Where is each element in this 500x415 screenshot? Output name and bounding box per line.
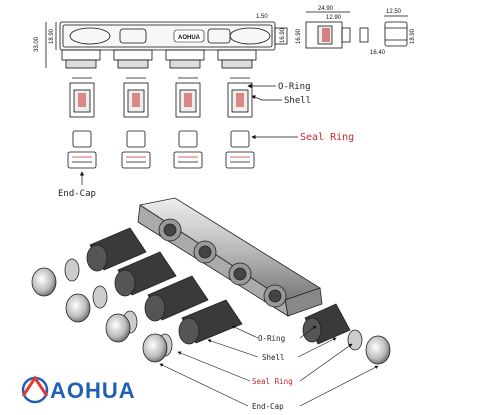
- dim-width-1: 1.50: [256, 14, 268, 20]
- exploded-columns: [67, 77, 255, 169]
- iso-connector-3: [144, 275, 209, 322]
- column-3: [173, 82, 203, 169]
- drawing-brand-mark: AOHUA: [173, 29, 205, 43]
- top-label-o-ring: O-Ring: [278, 82, 311, 92]
- dim-height-1: 33.00: [34, 36, 40, 52]
- bottom-label-seal-ring: Seal Ring: [252, 377, 293, 386]
- iso-connector-1: [86, 227, 147, 272]
- dim-height-4: 16.90: [296, 28, 302, 44]
- bottom-label-shell: Shell: [262, 353, 285, 362]
- dim-width-2: 24.90: [318, 6, 334, 12]
- top-label-end-cap: End-Cap: [58, 189, 96, 199]
- dim-width-3: 12.90: [326, 15, 342, 21]
- column-2: [121, 82, 151, 169]
- bottom-label-o-ring: O-Ring: [258, 334, 285, 343]
- aohua-logo: AOHUA: [21, 375, 136, 404]
- dim-width-4: 12.50: [386, 9, 402, 15]
- side-view-drawing: [305, 11, 369, 49]
- drawing-brand-text: AOHUA: [178, 35, 201, 41]
- dim-width-5: 16.40: [370, 50, 386, 56]
- cap-side-view: [384, 15, 408, 47]
- column-1: [67, 82, 97, 169]
- dim-height-2: 18.90: [49, 28, 55, 44]
- logo-text: AOHUA: [50, 378, 136, 403]
- iso-illustration: [31, 197, 391, 365]
- logo-a-icon: [21, 375, 49, 397]
- dim-height-5: 18.90: [410, 28, 416, 44]
- iso-connector-4: [178, 299, 243, 345]
- bottom-label-end-cap: End-Cap: [252, 402, 284, 411]
- column-4: [225, 82, 255, 169]
- dim-height-3: 16.90: [280, 27, 286, 43]
- top-callouts: [79, 83, 298, 185]
- top-label-shell: Shell: [284, 96, 311, 106]
- iso-connector-right: [302, 303, 351, 345]
- front-view-drawing: [45, 21, 288, 69]
- top-label-seal-ring: Seal Ring: [300, 132, 354, 143]
- bottom-callouts: [159, 325, 379, 407]
- iso-connector-2: [114, 251, 177, 297]
